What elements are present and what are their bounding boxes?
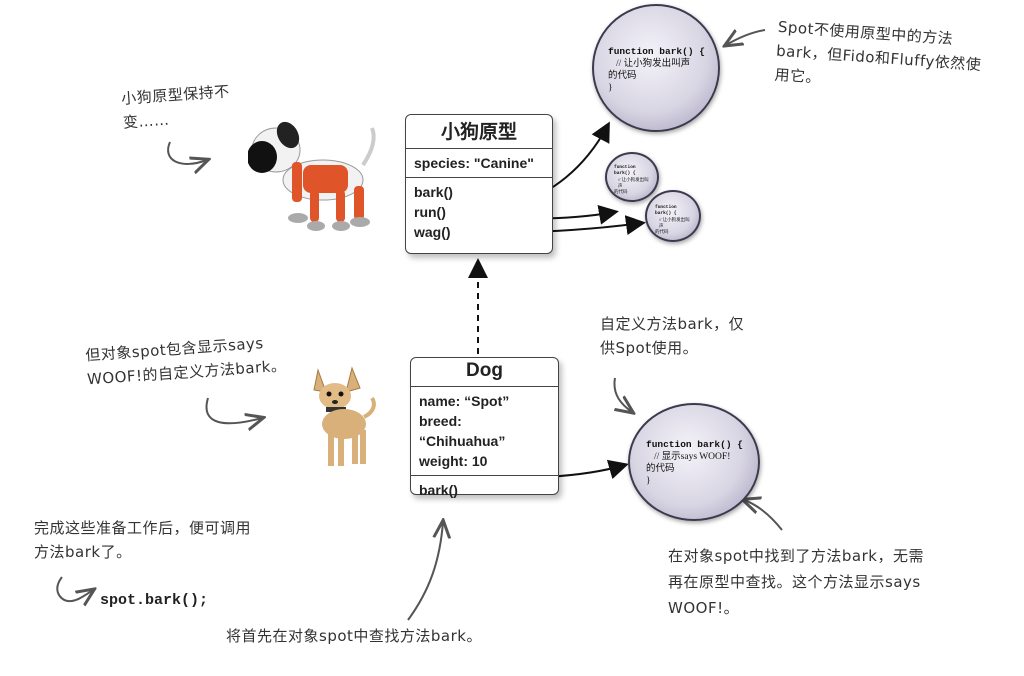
method-wag: wag()	[414, 224, 451, 240]
note-custom-only-spot: 自定义方法bark，仅供Spot使用。	[600, 315, 745, 357]
bubble-proto-bark: function bark() { // 让小狗发出叫声 的代码 }	[592, 4, 720, 132]
arrow-note-after-prep	[56, 576, 93, 601]
bubble-spot-line2: // 显示says WOOF!	[654, 452, 731, 462]
code-spot-bark-call: spot.bark();	[100, 592, 209, 609]
bubble-spot-line1: function bark() {	[646, 439, 743, 450]
method-bark: bark()	[419, 482, 458, 498]
prop-breed: breed: “Chihuahua”	[419, 413, 506, 449]
prop-species: species: "Canine"	[414, 155, 534, 171]
dog-props: name: “Spot” breed: “Chihuahua” weight: …	[411, 387, 558, 476]
note-look-first: 将首先在对象spot中查找方法bark。	[226, 627, 482, 645]
bubble-proto-line3: 的代码	[608, 71, 637, 81]
bubble-small2-line1: function bark() {	[655, 205, 677, 216]
bubble-small-2: function bark() { // 让小狗发出叫声 的代码	[645, 190, 701, 242]
bubble-spot-line4: }	[646, 476, 651, 486]
chihuahua-image	[313, 366, 376, 466]
prototype-props: species: "Canine"	[406, 149, 552, 178]
bubble-spot-line3: 的代码	[646, 464, 675, 474]
bubble-small-1: function bark() { // 让小狗发出叫声 的代码	[605, 152, 659, 202]
arrow-note-spot-custom	[205, 397, 262, 423]
prototype-title: 小狗原型	[406, 115, 552, 149]
prototype-methods: bark() run() wag()	[406, 178, 552, 246]
prototype-box: 小狗原型 species: "Canine" bark() run() wag(…	[405, 114, 553, 254]
arrow-note-spot-no-proto	[726, 29, 766, 45]
prop-name: name: “Spot”	[419, 393, 510, 409]
robot-dog-image	[248, 121, 376, 231]
bubble-proto-line1: function bark() {	[608, 46, 705, 57]
note-after-prep: 完成这些准备工作后，便可调用方法bark了。	[34, 519, 252, 561]
bubble-small2-line3: 的代码	[655, 229, 669, 234]
bubble-proto-line2: // 让小狗发出叫声	[616, 59, 691, 69]
arrow-note-proto-unchanged	[167, 141, 207, 164]
arrow-note-custom-only	[613, 377, 632, 412]
method-bark: bark()	[414, 184, 453, 200]
dog-methods: bark()	[411, 476, 558, 504]
note-found-in-spot: 在对象spot中找到了方法bark，无需再在原型中查找。这个方法显示says W…	[668, 547, 924, 617]
arrow-note-look-first	[407, 522, 443, 621]
bubble-proto-line4: }	[608, 83, 613, 93]
bubble-small1-line2: // 让小狗发出叫声	[618, 177, 649, 188]
note-proto-unchanged: 小狗原型保持不变……	[120, 82, 231, 132]
bubble-spot-bark: function bark() { // 显示says WOOF! 的代码 }	[628, 403, 760, 521]
bubble-small1-line3: 的代码	[614, 189, 628, 194]
bubble-small1-line1: function bark() {	[614, 165, 636, 176]
method-run: run()	[414, 204, 446, 220]
dog-title: Dog	[411, 358, 558, 387]
arrow-note-found	[744, 500, 783, 531]
bubble-small2-line2: // 让小狗发出叫声	[659, 217, 690, 228]
note-spot-no-proto: Spot不使用原型中的方法bark，但Fido和Fluffy依然使用它。	[773, 17, 982, 87]
prop-weight: weight: 10	[419, 453, 488, 469]
dog-box: Dog name: “Spot” breed: “Chihuahua” weig…	[410, 357, 559, 498]
